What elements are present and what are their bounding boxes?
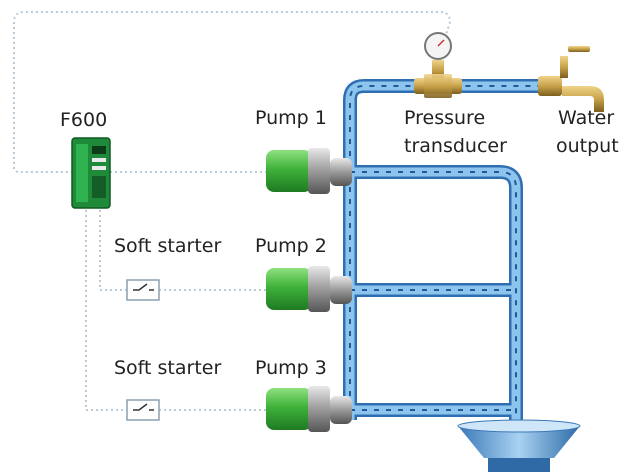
label-pressure: Pressure bbox=[404, 107, 485, 129]
pipe-network bbox=[343, 79, 545, 430]
wire-drive-to-starter2 bbox=[99, 205, 127, 291]
label-soft-starter-2: Soft starter bbox=[114, 235, 221, 257]
water-tap bbox=[538, 46, 604, 112]
f600-drive bbox=[71, 137, 111, 209]
label-f600: F600 bbox=[60, 109, 107, 131]
label-pump-1: Pump 1 bbox=[255, 107, 327, 129]
pressure-transducer bbox=[414, 32, 462, 98]
label-soft-starter-3: Soft starter bbox=[114, 357, 221, 379]
wire-drive-to-starter3 bbox=[85, 205, 127, 411]
wire-transducer-feedback bbox=[13, 11, 452, 173]
pump-2 bbox=[266, 266, 352, 312]
pump-3 bbox=[266, 386, 352, 432]
label-output: output bbox=[556, 135, 619, 157]
label-transducer: transducer bbox=[404, 135, 507, 157]
control-wiring bbox=[13, 11, 452, 411]
water-tank bbox=[457, 419, 581, 472]
soft-starter-2 bbox=[126, 279, 160, 301]
pump-1 bbox=[266, 148, 352, 194]
soft-starter-3 bbox=[126, 399, 160, 421]
label-pump-3: Pump 3 bbox=[255, 357, 327, 379]
label-pump-2: Pump 2 bbox=[255, 235, 327, 257]
label-water: Water bbox=[558, 107, 614, 129]
pipe-return-top bbox=[350, 165, 523, 430]
